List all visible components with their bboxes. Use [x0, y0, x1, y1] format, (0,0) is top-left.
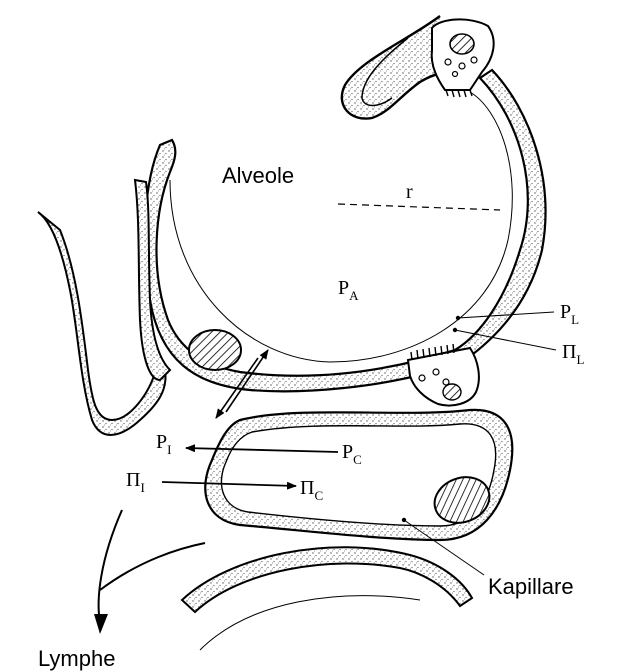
pointer-pl-dot [456, 316, 460, 320]
label-alveole: Alveole [222, 163, 294, 188]
capillary [205, 410, 512, 540]
label-pi: PI [156, 431, 171, 457]
endothelial-nucleus-left [189, 330, 241, 370]
pneumocyte-top [432, 19, 494, 97]
radius-line [338, 204, 500, 210]
label-pil: ΠL [562, 341, 584, 367]
label-pii: ΠI [126, 469, 145, 495]
lymph-arrowhead [94, 614, 108, 634]
label-pl: PL [560, 301, 579, 327]
lymph-path [99, 510, 122, 622]
label-lymphe: Lymphe [38, 646, 115, 671]
pointer-pil-dot [453, 328, 457, 332]
lower-wall [182, 547, 472, 650]
pneumocyte-bottom [408, 344, 479, 406]
pointer-kapillare-dot [402, 518, 406, 522]
label-radius: r [406, 181, 413, 203]
label-kapillare: Kapillare [488, 574, 574, 599]
lymph-branch [100, 543, 205, 590]
label-pa: PA [338, 277, 359, 303]
